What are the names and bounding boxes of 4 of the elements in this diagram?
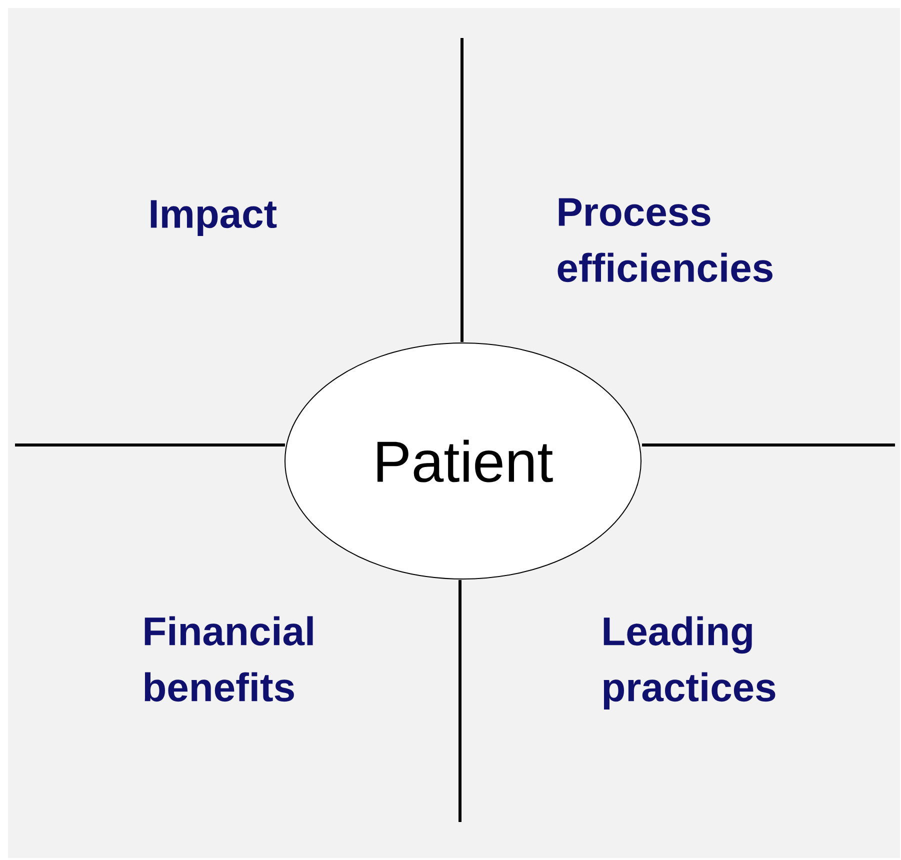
quadrant-label: Leading practices <box>604 616 776 710</box>
quadrant-label: Impact <box>150 200 277 236</box>
quadrant-label: Financial benefits <box>144 616 313 702</box>
quadrant-label: Process efficiencies <box>558 198 772 282</box>
